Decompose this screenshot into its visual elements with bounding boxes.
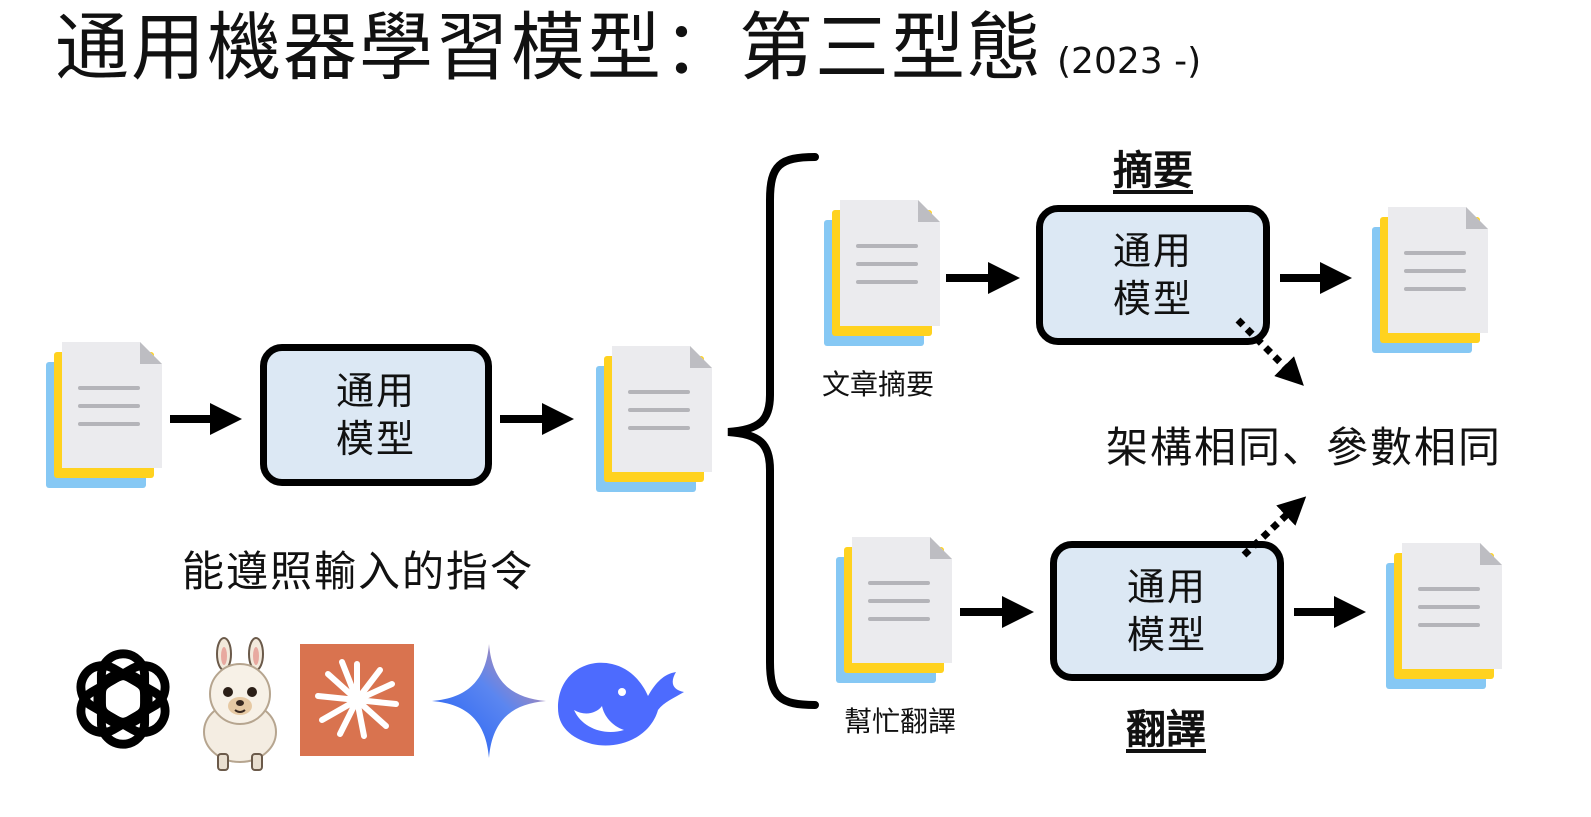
- model-label-line1: 通用: [335, 369, 416, 413]
- input-document-icon: [46, 342, 176, 502]
- openai-logo: [76, 649, 170, 749]
- summary-input-label: 文章摘要: [822, 368, 935, 401]
- model-label-line2: 模型: [1126, 613, 1207, 657]
- model-label-line1: 通用: [1112, 229, 1193, 273]
- dotted-arrow-bottom: [1241, 496, 1307, 558]
- title-main: 通用機器學習模型：第三型態: [55, 5, 1043, 91]
- llama-logo: [203, 637, 277, 771]
- translation-output-document-icon: [1386, 543, 1516, 703]
- same-architecture-parameters-note: 架構相同、參數相同: [1106, 423, 1503, 472]
- general-model-box: 通用 模型: [260, 344, 492, 486]
- translation-task-title: 翻譯: [1126, 707, 1206, 753]
- gemini-logo: [432, 644, 546, 758]
- summary-input-document-icon: [824, 200, 954, 360]
- instruction-caption: 能遵照輸入的指令: [182, 547, 535, 596]
- claude-logo: [300, 644, 414, 756]
- instruction-document-icon: [596, 346, 726, 506]
- dotted-arrow-top: [1235, 317, 1304, 386]
- title-year: (2023 -): [1057, 41, 1202, 82]
- summary-task-title: 摘要: [1113, 148, 1193, 194]
- translation-input-document-icon: [836, 537, 966, 697]
- translation-input-label: 幫忙翻譯: [844, 705, 957, 738]
- curly-brace: [727, 153, 819, 709]
- page-title: 通用機器學習模型：第三型態 (2023 -): [55, 2, 1201, 108]
- model-label-line2: 模型: [1112, 277, 1193, 321]
- model-label-line2: 模型: [335, 417, 416, 461]
- translation-model-box: 通用 模型: [1050, 541, 1284, 681]
- summary-output-document-icon: [1372, 207, 1502, 367]
- summary-model-box: 通用 模型: [1036, 205, 1270, 345]
- model-label-line1: 通用: [1126, 565, 1207, 609]
- deepseek-logo: [558, 662, 684, 746]
